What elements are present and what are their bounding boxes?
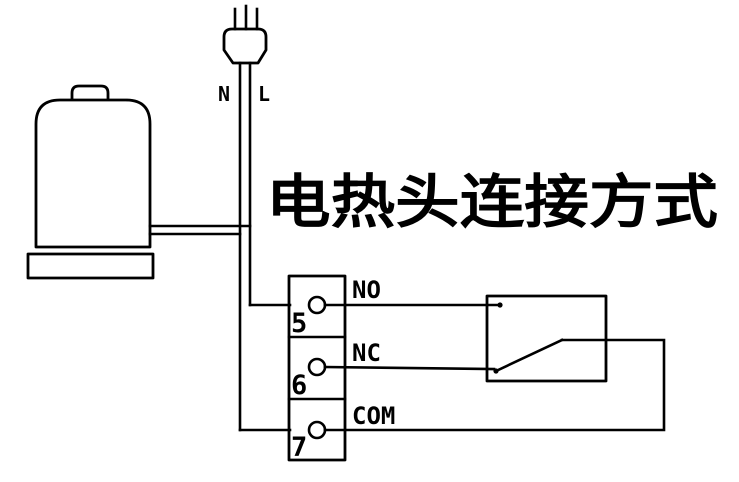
heater-icon bbox=[26, 84, 252, 280]
terminal-5-screw-icon bbox=[307, 295, 327, 315]
switch-box-outline bbox=[485, 294, 608, 383]
heater-top-cap bbox=[70, 84, 110, 100]
terminal-7-screw-icon bbox=[307, 420, 327, 440]
diagram-title: 电热头连接方式 bbox=[266, 170, 718, 235]
terminal-5-number: 5 bbox=[291, 308, 307, 339]
terminal-6-number: 6 bbox=[291, 370, 307, 401]
plug-body bbox=[222, 27, 268, 65]
heater-base bbox=[26, 252, 155, 280]
terminal-block: 5 6 7 bbox=[287, 274, 347, 463]
nc-wire bbox=[323, 365, 496, 371]
contact-com-label: COM bbox=[352, 402, 395, 430]
heater-body bbox=[34, 98, 152, 249]
contact-nc-label: NC bbox=[352, 339, 381, 367]
contact-no-label: NO bbox=[352, 276, 381, 304]
mains-wires bbox=[238, 61, 292, 432]
terminal-7-number: 7 bbox=[291, 432, 307, 463]
com-wire bbox=[323, 338, 666, 432]
thermostat-switch bbox=[323, 294, 666, 432]
no-contact-dot bbox=[497, 302, 503, 308]
terminal-6-screw-icon bbox=[307, 357, 327, 377]
plug-live-label: L bbox=[258, 82, 270, 106]
plug-neutral-label: N bbox=[218, 82, 230, 106]
power-plug-icon bbox=[222, 4, 268, 65]
switch-arm bbox=[494, 338, 564, 373]
